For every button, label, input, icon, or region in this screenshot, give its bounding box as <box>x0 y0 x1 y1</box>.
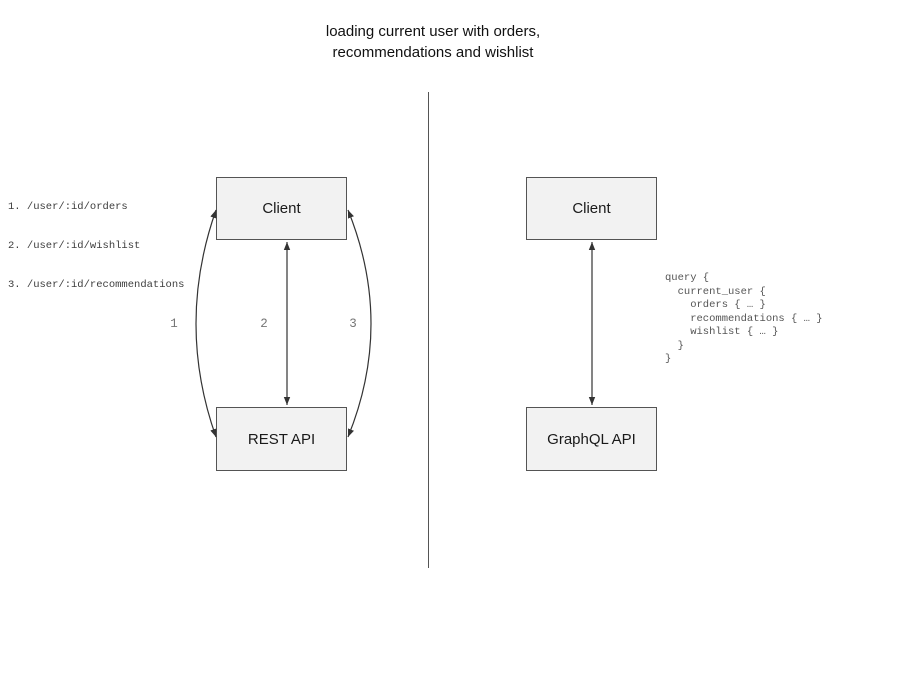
rest-client-box: Client <box>216 177 347 240</box>
arrow-label-2: 2 <box>260 317 268 331</box>
graphql-client-label: Client <box>572 200 611 217</box>
arrow-label-1: 1 <box>170 317 178 331</box>
graphql-api-box: GraphQL API <box>526 407 657 471</box>
rest-endpoint-orders: 1. /user/:id/orders <box>8 201 128 213</box>
graphql-client-box: Client <box>526 177 657 240</box>
rest-arrow-1 <box>195 209 217 438</box>
title-line-1: loading current user with orders, <box>325 23 541 40</box>
arrow-label-3: 3 <box>349 317 357 331</box>
rest-client-label: Client <box>262 200 301 217</box>
diagram-title: loading current user with orders, recomm… <box>283 21 583 63</box>
rest-endpoints-list: 1. /user/:id/orders 2. /user/:id/wishlis… <box>8 175 184 318</box>
rest-endpoint-recommendations: 3. /user/:id/recommendations <box>8 279 185 291</box>
rest-api-label: REST API <box>247 430 316 448</box>
rest-api-box: REST API <box>216 407 347 471</box>
rest-endpoint-wishlist: 2. /user/:id/wishlist <box>8 240 141 252</box>
graphql-query-code: query { current_user { orders { … } reco… <box>665 272 823 365</box>
graphql-api-label: GraphQL API <box>547 430 636 448</box>
panel-divider <box>428 92 429 568</box>
title-line-2: recommendations and wishlist <box>332 44 534 61</box>
